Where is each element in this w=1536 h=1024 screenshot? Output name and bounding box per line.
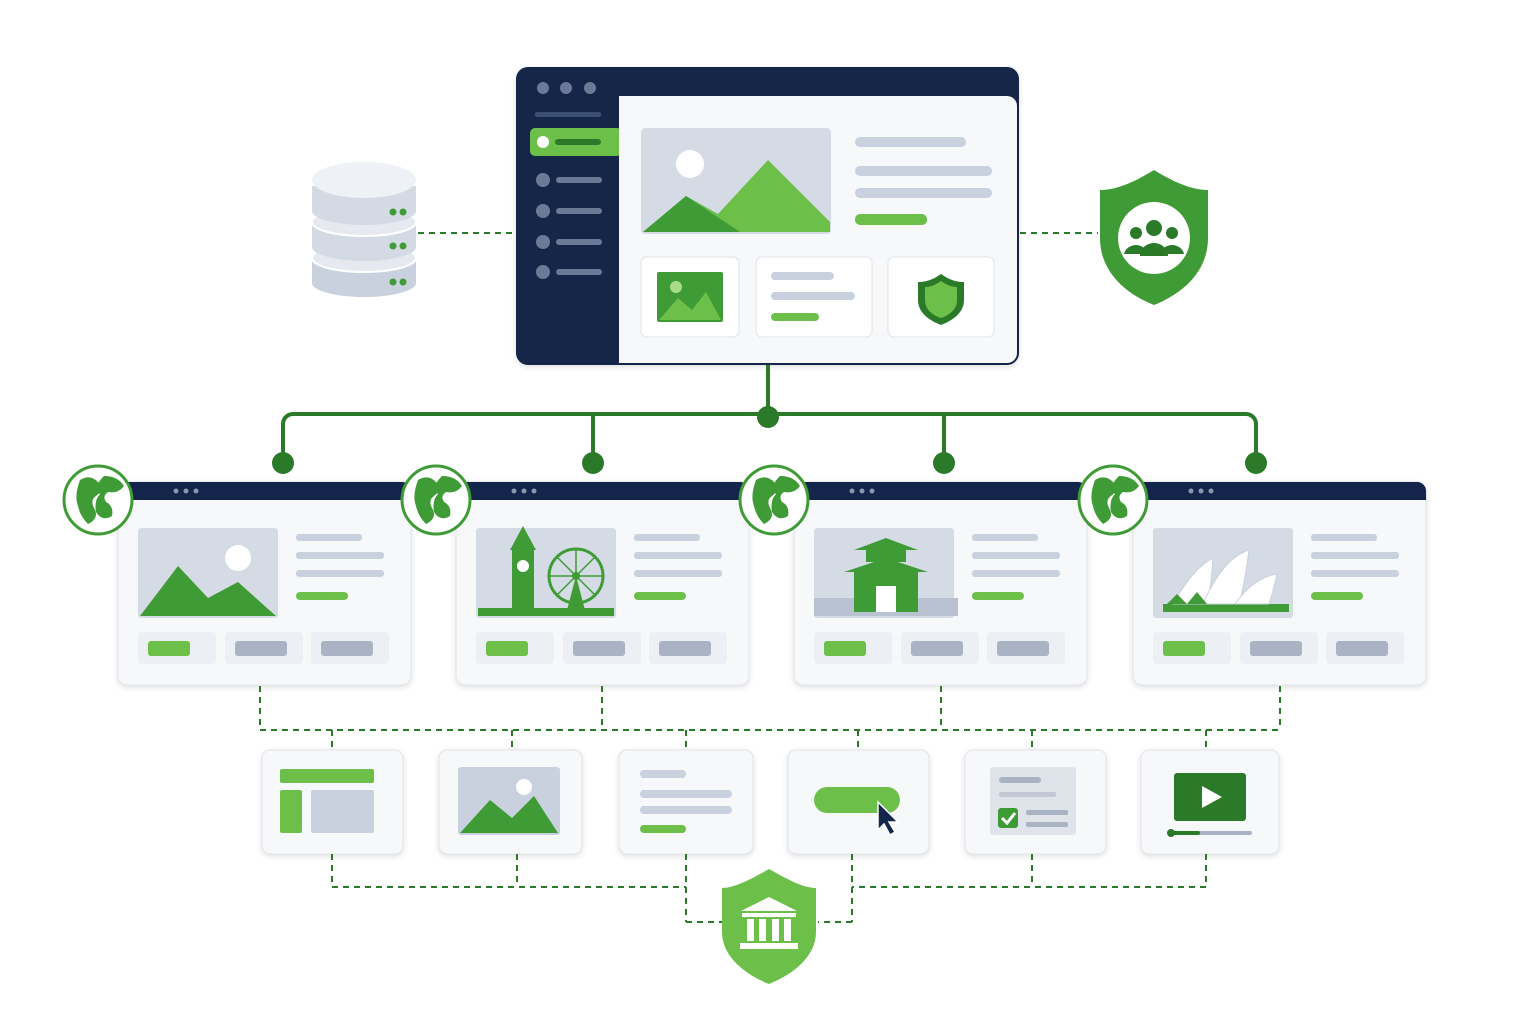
- globe-asia-icon: [738, 464, 810, 536]
- globe-americas-icon: [62, 464, 134, 536]
- component-connectors: [259, 686, 1281, 750]
- image-icon: [458, 767, 560, 835]
- text-component: [618, 749, 754, 855]
- regional-site-americas: [62, 464, 412, 686]
- regional-sites: [62, 464, 1427, 686]
- site-text-lines: [296, 534, 384, 600]
- button-component: [787, 749, 930, 855]
- image-widget: [640, 256, 740, 338]
- cms-text-lines: [855, 137, 992, 225]
- site-buttons: [138, 632, 389, 664]
- video-play-icon: [1167, 773, 1252, 837]
- cms-hero-image: [641, 128, 831, 234]
- site-buttons: [1153, 632, 1404, 664]
- layout-component: [261, 749, 404, 855]
- central-cms-window: [516, 67, 1019, 365]
- cms-sidebar: [530, 128, 622, 279]
- form-component: [964, 749, 1107, 855]
- components-row: [261, 749, 1280, 855]
- site-text-lines: [1311, 534, 1399, 600]
- users-shield-icon: [1100, 170, 1208, 305]
- regional-site-oceania: [1077, 464, 1427, 686]
- connector-nodes: [272, 406, 1267, 474]
- globe-europe-icon: [400, 464, 472, 536]
- text-widget: [755, 256, 873, 338]
- site-text-lines: [634, 534, 722, 600]
- mountain-sun-icon: [138, 528, 278, 618]
- pagoda-icon: [814, 528, 958, 618]
- shield-widget: [887, 256, 995, 338]
- site-text-lines: [972, 534, 1060, 600]
- site-buttons: [476, 632, 727, 664]
- text-lines-icon: [640, 770, 732, 833]
- globe-oceania-icon: [1077, 464, 1149, 536]
- checkbox-form-icon: [990, 767, 1076, 835]
- bank-shield-icon: [722, 869, 816, 984]
- video-component: [1140, 749, 1280, 855]
- governance-connectors: [331, 854, 1207, 923]
- button-cursor-icon: [814, 787, 900, 837]
- window-dots: [537, 82, 596, 94]
- opera-house-icon: [1153, 528, 1293, 618]
- layout-icon: [280, 769, 374, 833]
- database-icon: [311, 162, 417, 297]
- big-ben-ferris-wheel-icon: [476, 526, 616, 618]
- site-buttons: [814, 632, 1065, 664]
- image-component: [438, 749, 583, 855]
- regional-site-asia: [738, 464, 1088, 686]
- regional-site-europe: [400, 464, 750, 686]
